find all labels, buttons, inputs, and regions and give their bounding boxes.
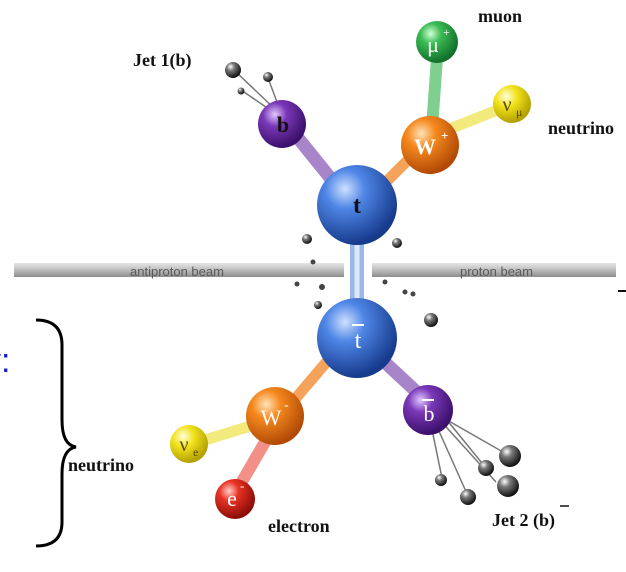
bottom-quark-ball xyxy=(258,100,306,148)
bottom-quark: b xyxy=(258,100,306,148)
antibottom-quark-symbol: b xyxy=(424,401,435,426)
electron-ball xyxy=(215,479,255,519)
w-plus-charge: + xyxy=(441,128,448,143)
beam-line xyxy=(14,263,626,292)
electron-symbol: e xyxy=(227,486,237,511)
top-quark-symbol: t xyxy=(353,193,361,219)
electron-neutrino-ball xyxy=(170,425,208,463)
electron-particle: e - xyxy=(215,478,255,519)
muon-neutrino-ball xyxy=(493,85,531,123)
muon-neutrino-sub: μ xyxy=(516,105,522,119)
electron-charge: - xyxy=(240,478,244,493)
w-plus-ball xyxy=(401,116,459,174)
antibottom-quark-ball xyxy=(403,385,453,435)
antiproton-beam xyxy=(14,263,344,277)
w-minus-charge: - xyxy=(284,398,289,413)
jet1-label: Jet 1(b) xyxy=(133,50,191,71)
antitop-quark: t xyxy=(317,298,397,378)
neutrino-lower-label: neutrino xyxy=(68,455,134,475)
antibottom-quark: b xyxy=(403,385,453,435)
muon-particle: μ + xyxy=(416,21,458,63)
collision-debris xyxy=(225,62,521,505)
w-minus-symbol: W xyxy=(261,405,282,430)
muon-label: muon xyxy=(478,6,522,26)
muon-neutrino-symbol: ν xyxy=(502,94,511,116)
cut-off-text: y: xyxy=(0,342,10,380)
w-minus-ball xyxy=(246,387,304,445)
electron-neutrino-symbol: ν xyxy=(179,434,188,456)
proton-beam-label: proton beam xyxy=(460,264,533,279)
muon-neutrino: ν μ xyxy=(493,85,531,123)
jet2-label: Jet 2 (b) xyxy=(492,510,555,531)
w-plus-symbol: W xyxy=(414,134,436,159)
curly-brace-icon xyxy=(35,318,77,548)
w-plus-boson: W + xyxy=(401,116,459,174)
antitop-quark-symbol: t xyxy=(355,328,362,354)
top-quark: t xyxy=(317,165,397,245)
jet2-bbar: b xyxy=(539,510,549,530)
top-quark-ball xyxy=(317,165,397,245)
w-minus-boson: W - xyxy=(246,387,304,445)
antiproton-beam-label: antiproton beam xyxy=(130,264,224,279)
antitop-quark-ball xyxy=(317,298,397,378)
neutrino-upper-label: neutrino xyxy=(548,118,614,138)
muon-ball xyxy=(416,21,458,63)
electron-neutrino: ν e xyxy=(170,425,208,463)
electron-label: electron xyxy=(268,516,330,536)
muon-symbol: μ xyxy=(427,32,439,57)
muon-charge: + xyxy=(443,25,450,39)
electron-neutrino-sub: e xyxy=(193,445,198,459)
bottom-quark-symbol: b xyxy=(277,112,289,137)
proton-beam xyxy=(372,263,616,277)
